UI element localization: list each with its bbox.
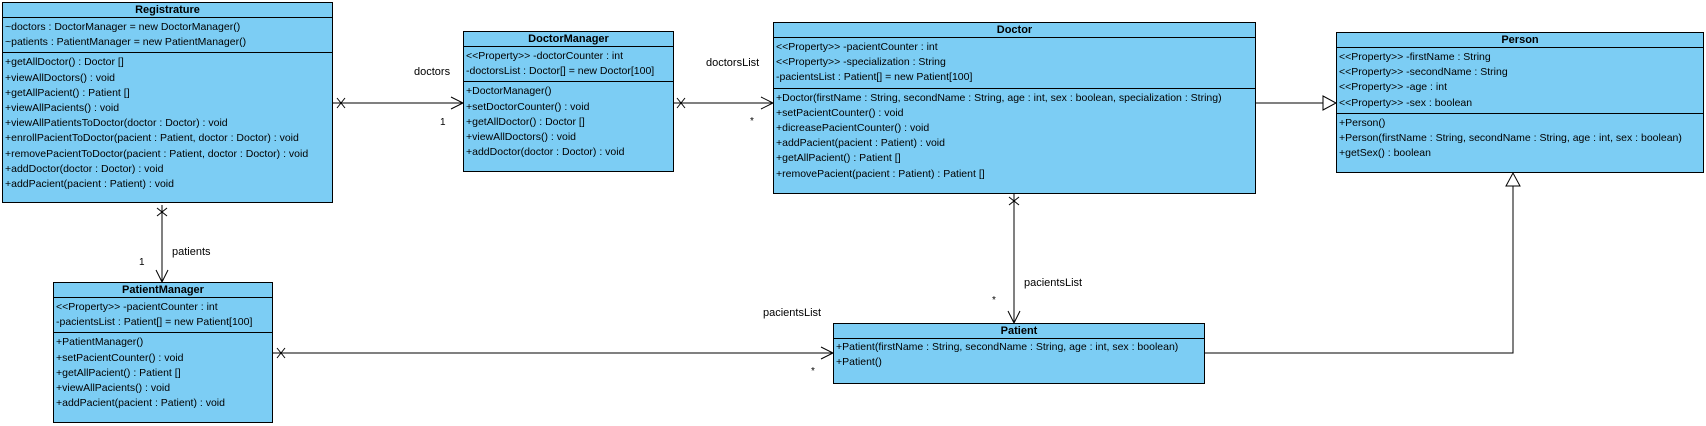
operation: +Doctor(firstName : String, secondName :…: [776, 91, 1222, 104]
operations-section: +Person() +Person(firstName : String, se…: [1337, 114, 1703, 164]
association-patients-line: [155, 205, 169, 284]
operation: +dicreasePacientCounter() : void: [776, 122, 930, 135]
operation: +setPacientCounter() : void: [56, 351, 184, 364]
operation: +addDoctor(doctor : Doctor) : void: [466, 146, 625, 159]
attribute: <<Property>> -specialization : String: [776, 56, 946, 69]
attribute: <<Property>> -pacientCounter : int: [776, 41, 938, 53]
operation: +getAllDoctor() : Doctor []: [466, 115, 585, 128]
class-person[interactable]: Person <<Property>> -firstName : String …: [1336, 32, 1704, 173]
operation: +viewAllDoctors() : void: [466, 131, 576, 144]
operation: +Person(firstName : String, secondName :…: [1339, 132, 1682, 145]
attribute: <<Property>> -pacientCounter : int: [56, 301, 218, 313]
operations-section: +DoctorManager() +setDoctorCounter() : v…: [464, 82, 673, 162]
generalization-patient-person-line: [1205, 171, 1521, 354]
association-pacientslist-doctor-line: [1007, 194, 1021, 325]
class-doctor[interactable]: Doctor <<Property>> -pacientCounter : in…: [773, 22, 1256, 194]
association-multiplicity: *: [750, 116, 754, 127]
operation: +setPacientCounter() : void: [776, 106, 904, 119]
attribute: -pacientsList : Patient[] = new Patient[…: [56, 316, 253, 329]
association-role-label: doctors: [414, 66, 451, 78]
attributes-section: ~doctors : DoctorManager = new DoctorMan…: [3, 18, 332, 54]
class-registrature[interactable]: Registrature ~doctors : DoctorManager = …: [2, 2, 333, 203]
association-role-label: doctorsList: [706, 57, 760, 69]
association-role-label: pacientsList: [763, 307, 822, 319]
attributes-section: <<Property>> -pacientCounter : int -paci…: [54, 298, 272, 334]
operations-section: +Doctor(firstName : String, secondName :…: [774, 89, 1255, 184]
attribute: <<Property>> -secondName : String: [1339, 66, 1508, 79]
attribute: ~doctors : DoctorManager = new DoctorMan…: [5, 21, 241, 33]
operations-section: +PatientManager() +setPacientCounter() :…: [54, 333, 272, 413]
association-role-label: pacientsList: [1024, 277, 1083, 289]
operation: +enrollPacientToDoctor(pacient : Patient…: [5, 132, 299, 145]
association-role-label: patients: [172, 246, 211, 258]
operation: +Patient(firstName : String, secondName …: [836, 341, 1179, 353]
operation: +viewAllPacients() : void: [5, 102, 120, 115]
operation: +viewAllDoctors() : void: [5, 71, 115, 84]
operation: +getSex() : boolean: [1339, 147, 1431, 160]
operation: +addPacient(pacient : Patient) : void: [56, 397, 225, 410]
association-multiplicity: 1: [139, 257, 145, 268]
operation: +addPacient(pacient : Patient) : void: [5, 178, 174, 191]
operation: +removePacientToDoctor(pacient : Patient…: [5, 147, 309, 160]
operation: +viewAllPatientsToDoctor(doctor : Doctor…: [5, 117, 228, 130]
class-name: Doctor: [774, 23, 1255, 38]
class-doctor-manager[interactable]: DoctorManager <<Property>> -doctorCounte…: [463, 31, 674, 172]
attributes-section: <<Property>> -firstName : String <<Prope…: [1337, 48, 1703, 114]
attribute: <<Property>> -age : int: [1339, 81, 1447, 94]
operation: +addDoctor(doctor : Doctor) : void: [5, 162, 164, 175]
class-name: Registrature: [3, 3, 332, 18]
association-multiplicity: *: [811, 366, 815, 377]
operation: +Person(): [1339, 116, 1386, 129]
operation: +setDoctorCounter() : void: [466, 100, 590, 113]
operation: +getAllPacient() : Patient []: [5, 86, 130, 99]
operation: +PatientManager(): [56, 336, 144, 349]
association-doctorslist-line: [673, 96, 775, 110]
class-name: PatientManager: [54, 283, 272, 298]
attributes-section: <<Property>> -pacientCounter : int <<Pro…: [774, 38, 1255, 89]
operations-section: +Patient(firstName : String, secondName …: [834, 339, 1204, 372]
operation: +viewAllPacients() : void: [56, 382, 171, 395]
attribute: -doctorsList : Doctor[] = new Doctor[100…: [466, 65, 655, 78]
association-multiplicity: 1: [440, 117, 446, 128]
class-name: Patient: [834, 324, 1204, 339]
operation: +removePacient(pacient : Patient) : Pati…: [776, 167, 985, 180]
operation: +getAllPacient() : Patient []: [776, 152, 901, 165]
operation: +addPacient(pacient : Patient) : void: [776, 137, 945, 150]
association-doctors-line: [332, 96, 465, 110]
attribute: -pacientsList : Patient[] = new Patient[…: [776, 71, 973, 84]
association-multiplicity: *: [992, 295, 996, 306]
attribute: ~patients : PatientManager = new Patient…: [5, 36, 247, 49]
operation: +getAllDoctor() : Doctor []: [5, 56, 124, 69]
class-patient-manager[interactable]: PatientManager <<Property>> -pacientCoun…: [53, 282, 273, 423]
operations-section: +getAllDoctor() : Doctor [] +viewAllDoct…: [3, 53, 332, 194]
attribute: <<Property>> -firstName : String: [1339, 51, 1491, 63]
attributes-section: <<Property>> -doctorCounter : int -docto…: [464, 47, 673, 83]
association-pacientslist-manager-line: [273, 346, 835, 360]
operation: +getAllPacient() : Patient []: [56, 366, 181, 379]
operation: +Patient(): [836, 356, 882, 369]
attribute: <<Property>> -doctorCounter : int: [466, 50, 624, 62]
operation: +DoctorManager(): [466, 85, 552, 98]
class-patient[interactable]: Patient +Patient(firstName : String, sec…: [833, 323, 1205, 384]
generalization-doctor-person-line: [1256, 95, 1338, 111]
attribute: <<Property>> -sex : boolean: [1339, 96, 1473, 109]
class-name: DoctorManager: [464, 32, 673, 47]
class-name: Person: [1337, 33, 1703, 48]
